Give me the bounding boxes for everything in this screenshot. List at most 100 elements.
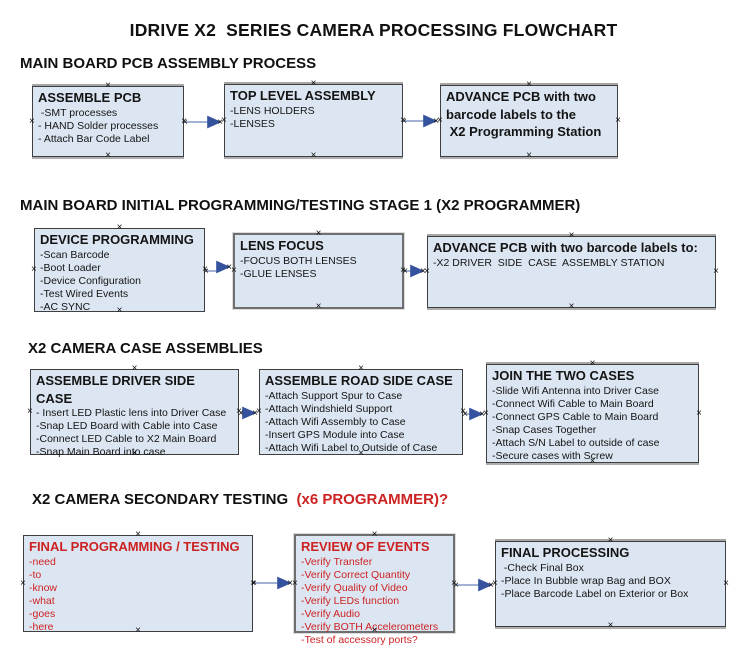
connection-handle: × [607, 620, 614, 631]
box-title: ASSEMBLE ROAD SIDE CASE [265, 373, 453, 388]
box-title: ASSEMBLE DRIVER SIDE CASE [36, 373, 199, 406]
box-title: FINAL PROGRAMMING / TESTING [29, 539, 240, 554]
box-item: -Snap Main Board into case [36, 446, 166, 459]
connection-handle: × [723, 578, 729, 589]
connection-handle: × [589, 358, 596, 369]
connection-handle: × [483, 407, 489, 419]
box-item: -what [29, 594, 55, 607]
section-heading-text: MAIN BOARD INITIAL PROGRAMMING/TESTING S… [20, 197, 581, 214]
connection-handle: × [713, 266, 719, 277]
box-item: -GLUE LENSES [240, 267, 317, 280]
box-item: -Attach Wifi Label to Outside of Case [265, 441, 438, 454]
box-item: -X2 DRIVER SIDE CASE ASSEMBLY STATION [433, 256, 665, 269]
box-title: LENS FOCUS [240, 238, 324, 253]
box-item: -Test Wired Events [40, 287, 129, 300]
connection-handle: × [31, 264, 37, 275]
box-item: - HAND Solder processes [38, 119, 159, 132]
flowchart-title: IDRIVE X2 SERIES CAMERA PROCESSING FLOWC… [129, 20, 618, 40]
section-heading-text: X2 CAMERA SECONDARY TESTING [32, 491, 297, 508]
box-item: -Verify Transfer [301, 555, 373, 568]
section-heading: X2 CAMERA SECONDARY TESTING (x6 PROGRAMM… [32, 491, 448, 508]
connection-handle: × [371, 625, 378, 636]
section-heading: X2 CAMERA CASE ASSEMBLIES [28, 340, 263, 357]
flow-box: FINAL PROCESSING -Check Final Box-Place … [492, 536, 729, 631]
connection-handle: × [310, 78, 317, 89]
connection-handle: × [236, 406, 242, 417]
section-heading-text: X2 CAMERA CASE ASSEMBLIES [28, 340, 263, 357]
box-item: -FOCUS BOTH LENSES [240, 254, 357, 267]
connection-handle: × [135, 625, 141, 636]
box-title: TOP LEVEL ASSEMBLY [230, 88, 376, 103]
box-item: - Insert LED Plastic lens into Driver Ca… [36, 407, 227, 420]
box-item: -Snap LED Board with Cable into Case [36, 420, 218, 433]
connection-handle: × [310, 150, 317, 161]
box-item: -Check Final Box [501, 561, 584, 574]
box-item: -to [29, 568, 42, 581]
connection-handle: × [568, 301, 575, 312]
flow-box: ASSEMBLE ROAD SIDE CASE-Attach Support S… [256, 364, 466, 459]
flow-box: ADVANCE PCB with two barcode labels to t… [437, 80, 621, 161]
section-heading: MAIN BOARD INITIAL PROGRAMMING/TESTING S… [20, 197, 580, 214]
box-item: -Connect Wifi Cable to Main Board [492, 397, 654, 410]
box-title: ADVANCE PCB with two barcode labels to t… [446, 89, 602, 140]
flow-box: FINAL PROGRAMMING / TESTING-need-to-know… [20, 530, 256, 636]
connection-handle: × [371, 529, 378, 540]
connection-handle: × [292, 577, 298, 589]
box-title: REVIEW OF EVENTS [301, 539, 430, 554]
flow-box: REVIEW OF EVENTS-Verify Transfer -Verify … [292, 529, 457, 646]
box-title: ASSEMBLE PCB [38, 90, 142, 105]
box-item: -Verify Quality of Video [301, 581, 408, 594]
box-item: -Place Barcode Label on Exterior or Box [501, 587, 689, 600]
connection-handle: × [607, 535, 614, 546]
box-item: -Secure cases with Screw [492, 449, 613, 462]
connection-handle: × [181, 115, 187, 127]
connection-handle: × [315, 301, 322, 312]
section-heading-red-text: (x6 PROGRAMMER)? [296, 491, 449, 508]
connection-handle: × [27, 406, 33, 417]
connection-handle: × [492, 578, 498, 589]
flow-box: JOIN THE TWO CASES-Slide Wifi Antenna in… [483, 359, 702, 467]
box-item: -Place In Bubble wrap Bag and BOX [501, 574, 671, 587]
box-item: -Device Configuration [40, 274, 141, 287]
connection-handle: × [256, 406, 262, 417]
flow-arrow [206, 260, 231, 274]
connection-handle: × [358, 448, 364, 459]
box-item: -Insert GPS Module into Case [265, 428, 405, 441]
flow-box: DEVICE PROGRAMMING-Scan Barcode-Boot Loa… [31, 223, 208, 316]
box-item: -Verify LEDs function [301, 594, 400, 607]
box-item: -goes [29, 607, 56, 620]
flow-box: LENS FOCUS-FOCUS BOTH LENSES-GLUE LENSES… [231, 228, 406, 312]
box-title: JOIN THE TWO CASES [492, 368, 635, 383]
flow-box: ASSEMBLE PCB -SMT processes- HAND Solder… [29, 81, 187, 161]
flow-box: TOP LEVEL ASSEMBLY-LENS HOLDERS-LENSES××… [221, 79, 406, 161]
connection-handle: × [250, 577, 256, 589]
box-item: - Attach Bar Code Label [38, 132, 150, 145]
connection-handle: × [131, 448, 138, 459]
connection-handle: × [116, 222, 123, 233]
box-item: -Boot Loader [40, 261, 101, 274]
connection-handle: × [696, 407, 702, 419]
flow-box: ADVANCE PCB with two barcode labels to:-… [424, 231, 719, 312]
connection-handle: × [615, 115, 621, 126]
connection-handle: × [20, 577, 26, 589]
connection-handle: × [221, 114, 227, 126]
box-item: -AC SYNC [40, 300, 91, 313]
connection-handle: × [460, 406, 466, 417]
box-item: -Slide Wifi Antenna into Driver Case [492, 384, 659, 397]
section-heading: MAIN BOARD PCB ASSEMBLY PROCESS [20, 55, 316, 72]
connection-handle: × [231, 265, 237, 276]
box-item: -LENSES [230, 117, 275, 130]
connection-handle: × [315, 228, 322, 239]
connection-handle: × [568, 230, 575, 241]
box-item: -Test of accessory ports? [301, 633, 418, 646]
box-item: -need [29, 555, 56, 568]
box-item: -Attach Wifi Assembly to Case [265, 415, 406, 428]
connection-handle: × [589, 456, 596, 467]
connection-handle: × [358, 363, 364, 374]
connection-handle: × [424, 266, 430, 277]
connection-handle: × [29, 115, 35, 127]
connection-handle: × [400, 114, 406, 126]
box-item: -Connect GPS Cable to Main Board [492, 410, 659, 423]
section-heading-text: MAIN BOARD PCB ASSEMBLY PROCESS [20, 55, 317, 72]
box-item: -SMT processes [38, 106, 118, 119]
